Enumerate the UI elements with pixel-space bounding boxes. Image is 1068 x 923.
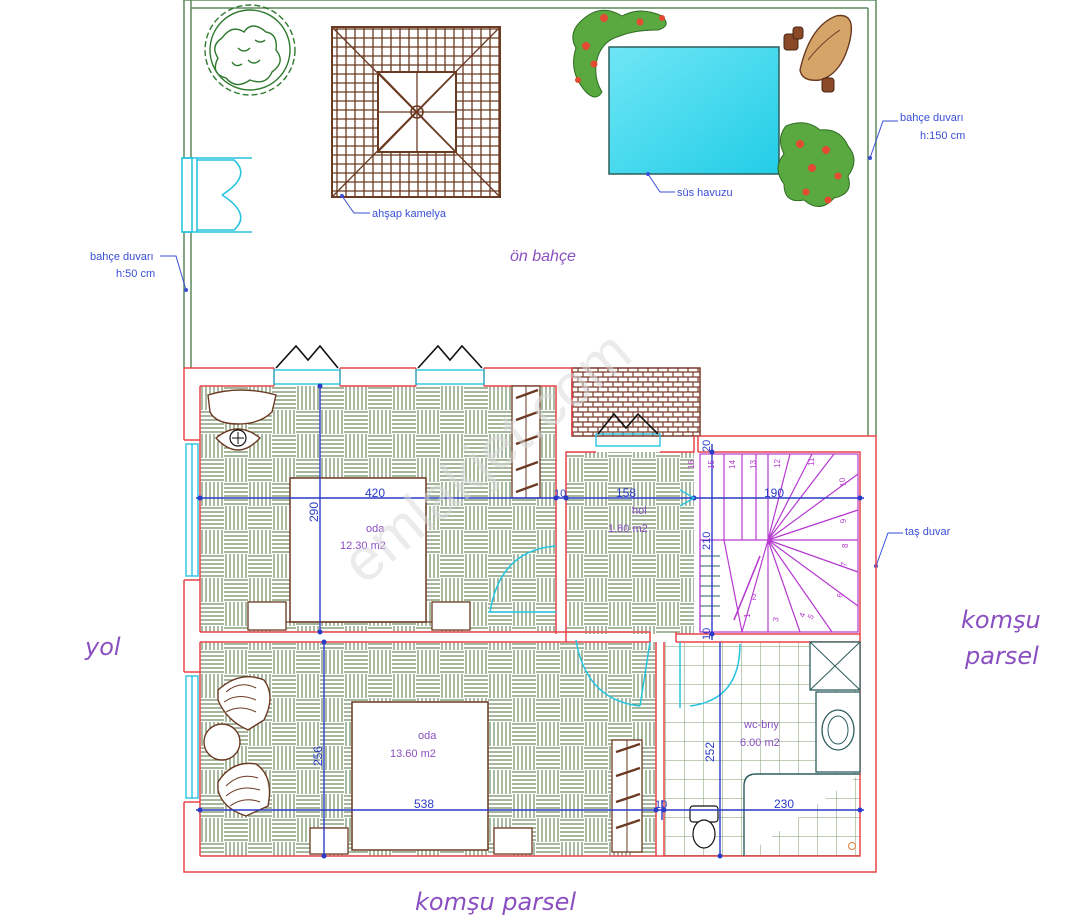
room1-furniture <box>207 385 541 631</box>
pool-label: süs havuzu <box>677 187 733 199</box>
dim-252: 252 <box>703 742 717 762</box>
neighbor-bottom-label: komşu parsel <box>415 888 576 916</box>
window-shutters <box>275 344 659 435</box>
step-number: 8 <box>841 543 850 548</box>
wc-name: wc-bny <box>743 719 779 731</box>
room2-name: oda <box>418 730 437 742</box>
dim-420: 420 <box>365 486 385 500</box>
hall-area: 1.80 m2 <box>608 523 648 535</box>
annotation-leaders <box>160 120 903 567</box>
hall-name: hol <box>632 505 647 517</box>
room2-area: 13.60 m2 <box>390 748 436 760</box>
wc-fixtures <box>689 641 861 856</box>
left-wall-label-2: h:50 cm <box>116 268 155 280</box>
dim-158: 158 <box>616 486 636 500</box>
step-number: 1 <box>743 613 752 618</box>
step-number: 14 <box>728 460 737 469</box>
hall-floor <box>566 452 694 634</box>
dim-210: 210 <box>701 532 713 550</box>
wc-area: 6.00 m2 <box>740 737 780 749</box>
wooden-pergola <box>331 26 501 198</box>
garden-gate <box>181 157 252 233</box>
neighbor-right-label-2: parsel <box>964 642 1039 670</box>
tree <box>204 4 296 96</box>
right-wall-label-1: bahçe duvarı <box>900 112 964 124</box>
neighbor-right-label-1: komşu <box>961 606 1041 634</box>
ornamental-pool <box>608 46 780 175</box>
step-number: 16 <box>687 460 696 469</box>
step-number: 6 <box>835 592 845 598</box>
step-number: 15 <box>707 460 716 469</box>
step-number: 11 <box>807 457 816 466</box>
room2-furniture <box>203 676 643 855</box>
stair-step-numbers: 1 2 3 4 5 6 7 8 9 10 11 12 13 14 15 16 <box>687 457 850 622</box>
garden-walls <box>183 0 877 436</box>
step-number: 4 <box>797 611 807 619</box>
dim-230: 230 <box>774 797 794 811</box>
doors <box>488 545 741 708</box>
dimension-lines <box>196 384 864 858</box>
dim-20: 20 <box>701 440 713 452</box>
step-number: 5 <box>806 612 816 621</box>
staircase <box>699 453 859 633</box>
pergola-label: ahşap kamelya <box>372 208 447 220</box>
step-number: 13 <box>749 460 758 469</box>
pool-plants <box>572 9 855 207</box>
road-label: yol <box>84 633 121 661</box>
garden-label: ön bahçe <box>510 248 576 265</box>
room1-name: oda <box>366 523 385 535</box>
left-wall-label-1: bahçe duvarı <box>90 251 154 263</box>
dim-10-a: 10 <box>554 488 566 500</box>
garden-rocks <box>783 14 853 93</box>
stair-guard <box>700 555 720 617</box>
dimension-arrow <box>679 489 696 507</box>
step-number: 10 <box>837 476 848 487</box>
room1-area: 12.30 m2 <box>340 540 386 552</box>
right-wall-label-2: h:150 cm <box>920 130 965 142</box>
dim-256: 256 <box>311 746 325 766</box>
windows <box>185 369 661 799</box>
step-number: 9 <box>839 518 848 524</box>
step-number: 3 <box>771 616 781 622</box>
step-number: 12 <box>773 459 782 468</box>
dim-290: 290 <box>307 502 321 522</box>
step-number: 2 <box>752 593 757 602</box>
stone-wall-label: taş duvar <box>905 526 951 538</box>
dim-538: 538 <box>414 797 434 811</box>
dim-10-c: 10 <box>655 799 667 811</box>
entrance-roof <box>571 367 701 437</box>
step-number: 7 <box>839 561 849 567</box>
dim-10-b: 10 <box>701 628 713 640</box>
dim-190: 190 <box>764 486 784 500</box>
